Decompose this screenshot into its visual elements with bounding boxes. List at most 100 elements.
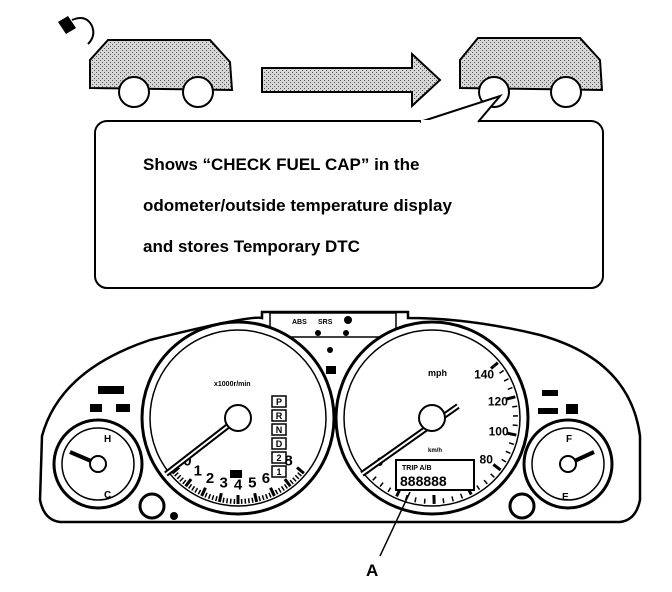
temperature-gauge: H C <box>52 418 144 510</box>
abs-indicator: ABS <box>292 319 307 326</box>
gear-box <box>271 465 287 478</box>
fuel-empty-label: E <box>562 492 569 503</box>
speedometer-tick <box>372 476 377 481</box>
speed-km-label: km/h <box>428 448 442 454</box>
speedometer-tick <box>507 431 517 437</box>
tachometer-tick <box>204 492 208 498</box>
tachometer-tick-label: 3 <box>220 475 228 492</box>
tachometer-tick <box>215 496 218 502</box>
light-indicator-icon <box>326 366 336 374</box>
speedometer-tick <box>442 498 445 504</box>
door-lamp-icon <box>343 330 349 336</box>
tachometer-ticks <box>171 466 305 504</box>
tachometer-tick <box>194 487 199 493</box>
srs-indicator: SRS <box>318 319 333 326</box>
speedometer-tick <box>451 496 454 502</box>
speedometer-tick <box>459 493 464 499</box>
temp-hot-label: H <box>104 434 111 445</box>
tach-bottom-badge <box>230 470 242 478</box>
speedometer-tick <box>483 479 488 485</box>
tachometer-tick <box>283 483 288 489</box>
cruise-indicator-icon <box>566 404 578 414</box>
speedometer-tick <box>490 361 499 370</box>
callout-box: Shows “CHECK FUEL CAP” in the odometer/o… <box>94 93 604 289</box>
odometer-display <box>395 459 475 491</box>
speedometer-tick <box>501 458 507 463</box>
leader-line-a <box>379 491 411 557</box>
trip-reset-knob[interactable] <box>508 492 536 520</box>
fuel-cap-icon <box>58 16 95 45</box>
tachometer-tick <box>264 493 269 500</box>
tachometer-tick <box>251 497 254 503</box>
tachometer-tick <box>217 492 223 503</box>
gear-label: P <box>276 397 282 407</box>
speedometer-tick-label: 140 <box>474 367 494 381</box>
tachometer-tick-label: 8 <box>284 453 292 470</box>
odometer-value: 888888 <box>400 473 447 489</box>
callout-line-1: Shows “CHECK FUEL CAP” in the <box>143 155 419 174</box>
speedometer-tick <box>505 450 511 455</box>
callout-line-2: odometer/outside temperature display <box>143 196 452 215</box>
gear-label: N <box>276 425 283 435</box>
gear-label: 2 <box>276 453 281 463</box>
fuel-gauge: F E <box>522 418 614 510</box>
fuel-indicator-icon <box>542 390 558 396</box>
gear-box <box>271 451 287 464</box>
warning-lamp-icon <box>344 316 352 324</box>
tachometer-tick <box>258 496 261 502</box>
tachometer-tick <box>207 493 212 500</box>
tachometer-tick <box>269 487 276 497</box>
gear-label: 1 <box>276 467 281 477</box>
tachometer-tick-label: 2 <box>206 470 214 487</box>
dimmer-knob[interactable] <box>138 492 166 520</box>
tachometer-tick <box>174 472 179 477</box>
battery-indicator-icon <box>116 404 130 412</box>
tach-unit-label: x1000r/min <box>214 381 251 388</box>
check-engine-icon <box>315 330 321 336</box>
tachometer-tick <box>261 495 265 501</box>
speedometer-tick <box>499 369 505 374</box>
tachometer-tick <box>292 477 297 482</box>
tachometer-tick <box>226 498 229 504</box>
tachometer-tick-label: 1 <box>194 463 202 480</box>
fuel-full-label: F <box>566 434 572 445</box>
tachometer-tick <box>274 489 279 495</box>
callout-line-3: and stores Temporary DTC <box>143 237 360 256</box>
temp-cold-label: C <box>104 490 111 501</box>
car-left-icon <box>89 39 234 108</box>
brake-indicator-icon <box>90 404 102 412</box>
tachometer-tick <box>247 498 250 504</box>
speedometer-tick <box>379 482 384 488</box>
tachometer-tick <box>179 477 184 482</box>
gear-box <box>271 423 287 436</box>
gear-label: D <box>276 439 283 449</box>
speedometer-tick <box>490 473 495 478</box>
speedometer-tick <box>508 442 515 446</box>
label-a: A <box>366 561 378 580</box>
tachometer-tick <box>182 479 187 485</box>
arrow-right-icon <box>261 51 442 109</box>
speedometer-tick-label: 120 <box>488 394 508 408</box>
tachometer-tick <box>222 497 225 503</box>
speedometer-tick <box>506 395 516 401</box>
gear-box <box>271 437 287 450</box>
tachometer-tick-label: 5 <box>248 475 256 492</box>
speedometer-tick-label: 100 <box>489 425 509 439</box>
speedometer: 020406080100120140 mph km/h TRIP A/B 888… <box>334 320 530 516</box>
tachometer-tick <box>283 478 292 488</box>
speedometer-tick-label: 80 <box>480 452 494 466</box>
tachometer-tick <box>296 466 305 475</box>
speedometer-tick <box>512 405 518 408</box>
speedometer-tick <box>387 487 392 493</box>
tachometer-tick <box>277 487 282 493</box>
tachometer-tick-label: 6 <box>262 470 270 487</box>
tachometer-tick <box>294 474 300 480</box>
trip-label: TRIP A/B <box>402 465 432 472</box>
speedometer-tick <box>414 497 417 503</box>
speed-unit-label: mph <box>428 368 447 378</box>
tachometer-tick-label: 4 <box>234 476 243 493</box>
seatbelt-icon <box>327 347 333 353</box>
